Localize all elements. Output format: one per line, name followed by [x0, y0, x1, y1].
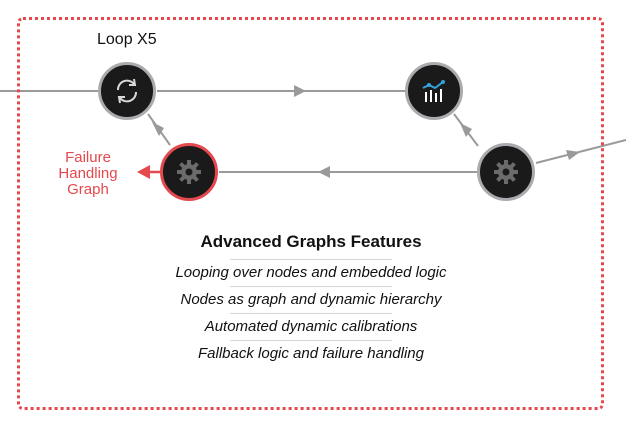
failure-gear-node[interactable]	[160, 143, 218, 201]
failure-label-line: Handling	[58, 165, 118, 182]
gear-icon	[177, 160, 201, 184]
arrow-loop-to-failure	[152, 122, 164, 136]
features-title: Advanced Graphs Features	[200, 232, 422, 251]
feature-item: Nodes as graph and dynamic hierarchy	[130, 286, 492, 313]
failure-label-line: Graph	[67, 181, 109, 198]
gear-node-right[interactable]	[477, 143, 535, 201]
loop-node[interactable]	[98, 62, 156, 120]
features-panel: Advanced Graphs Features Looping over no…	[130, 232, 492, 367]
refresh-icon	[116, 78, 138, 104]
arrow-output	[566, 150, 580, 160]
arrow-chart-to-gear	[460, 123, 472, 137]
loop-label: Loop X5	[97, 31, 157, 48]
gear-icon	[494, 160, 518, 184]
arrow-gear-to-failure	[318, 166, 330, 178]
feature-item: Fallback logic and failure handling	[130, 340, 492, 367]
chart-icon	[422, 80, 445, 102]
feature-item: Looping over nodes and embedded logic	[130, 259, 492, 286]
feature-item: Automated dynamic calibrations	[130, 313, 492, 340]
features-list: Looping over nodes and embedded logic No…	[130, 259, 492, 367]
failure-handling-label: Failure Handling Graph	[50, 150, 126, 198]
loop-boundary-frame	[17, 17, 604, 410]
edge-output	[535, 139, 626, 164]
failure-label-line: Failure	[65, 149, 111, 166]
arrow-loop-to-chart	[294, 85, 306, 97]
chart-node[interactable]	[405, 62, 463, 120]
arrow-failure-handling	[137, 165, 150, 179]
